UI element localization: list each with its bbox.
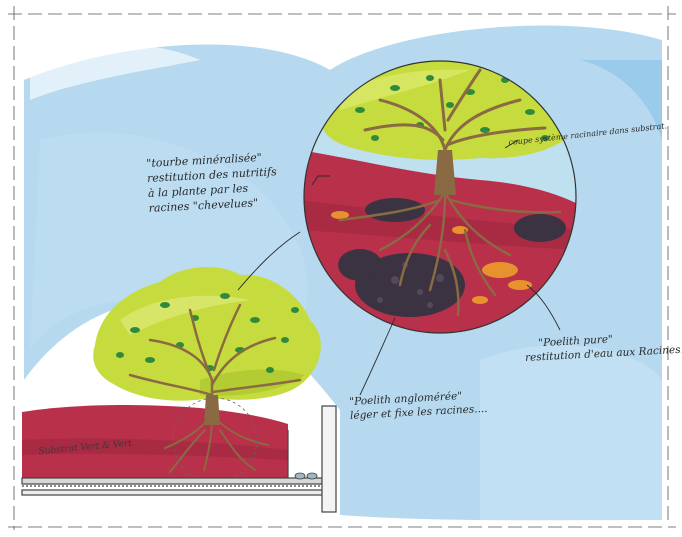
- planter-soil: [22, 395, 288, 482]
- annotation-tourbe: "tourbe minéralisée" restitution des nut…: [146, 150, 279, 216]
- tree-trunk: [204, 395, 220, 425]
